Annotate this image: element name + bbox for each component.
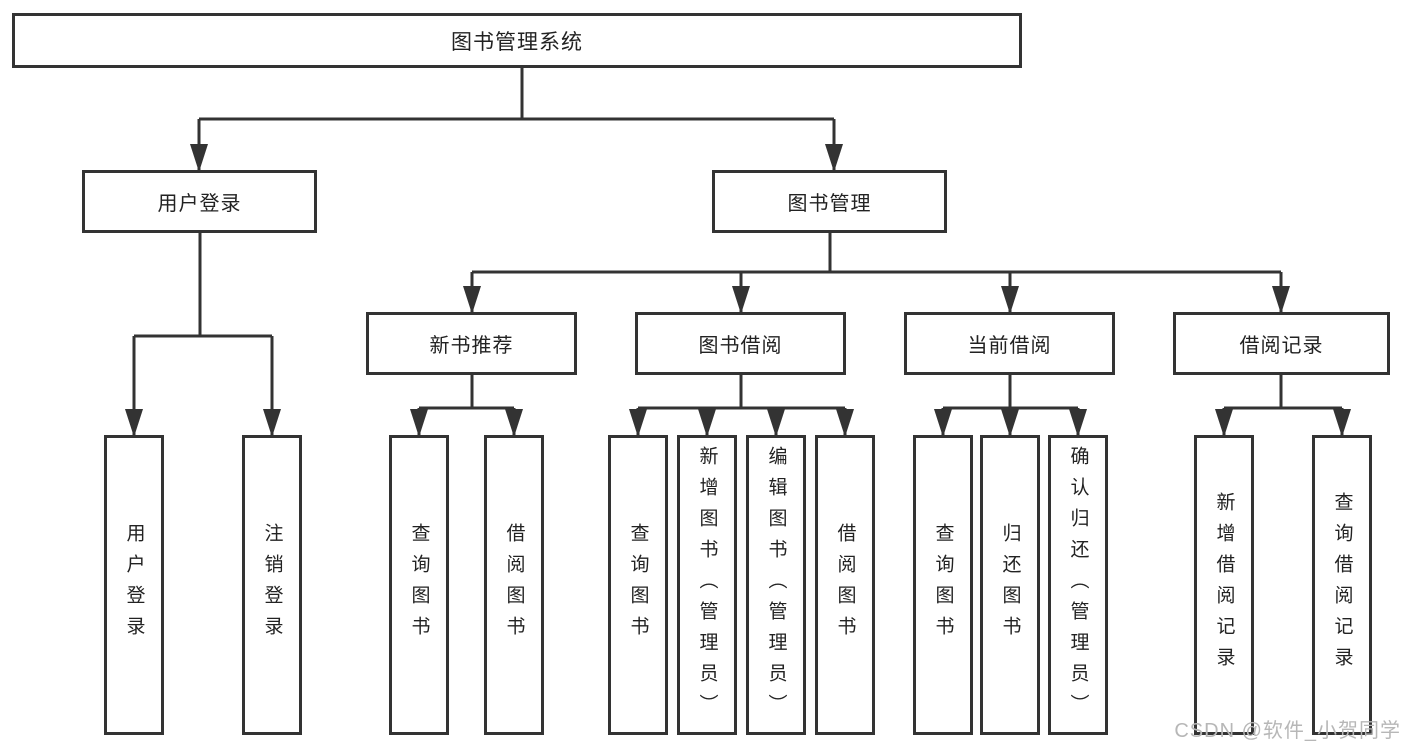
leaf-borrow-query-book: 查询图书 bbox=[608, 435, 668, 735]
leaf-logout: 注销登录 bbox=[242, 435, 302, 735]
leaf-user-login: 用户登录 bbox=[104, 435, 164, 735]
leaf-current-return-book: 归还图书 bbox=[980, 435, 1040, 735]
leaf-newbooks-query-book: 查询图书 bbox=[389, 435, 449, 735]
leaf-newbooks-borrow-book: 借阅图书 bbox=[484, 435, 544, 735]
node-book-borrow: 图书借阅 bbox=[635, 312, 846, 375]
leaf-current-confirm-return-admin: 确认归还（管理员） bbox=[1048, 435, 1108, 735]
leaf-records-query-record: 查询借阅记录 bbox=[1312, 435, 1372, 735]
leaf-records-add-record: 新增借阅记录 bbox=[1194, 435, 1254, 735]
node-new-book-recommend: 新书推荐 bbox=[366, 312, 577, 375]
leaf-current-query-book: 查询图书 bbox=[913, 435, 973, 735]
node-root: 图书管理系统 bbox=[12, 13, 1022, 68]
leaf-borrow-edit-book-admin: 编辑图书（管理员） bbox=[746, 435, 806, 735]
node-current-borrow: 当前借阅 bbox=[904, 312, 1115, 375]
leaf-borrow-borrow-book: 借阅图书 bbox=[815, 435, 875, 735]
leaf-borrow-add-book-admin: 新增图书（管理员） bbox=[677, 435, 737, 735]
csdn-watermark: CSDN @软件_小贺同学 bbox=[1174, 720, 1401, 742]
node-borrow-records: 借阅记录 bbox=[1173, 312, 1390, 375]
node-book-management: 图书管理 bbox=[712, 170, 947, 233]
node-user-login: 用户登录 bbox=[82, 170, 317, 233]
